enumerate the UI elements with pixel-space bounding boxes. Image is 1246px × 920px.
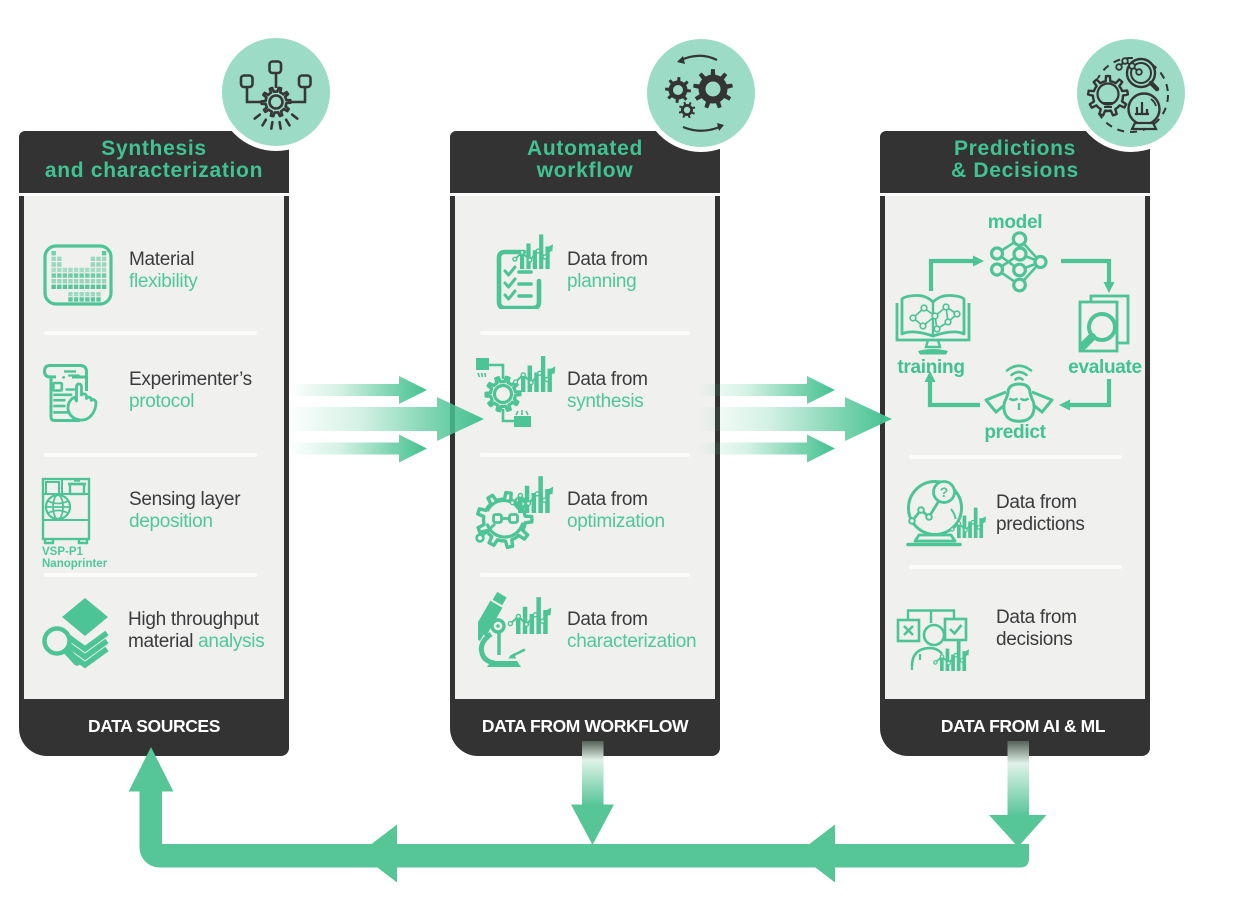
svg-text:?: ? [940, 484, 949, 500]
